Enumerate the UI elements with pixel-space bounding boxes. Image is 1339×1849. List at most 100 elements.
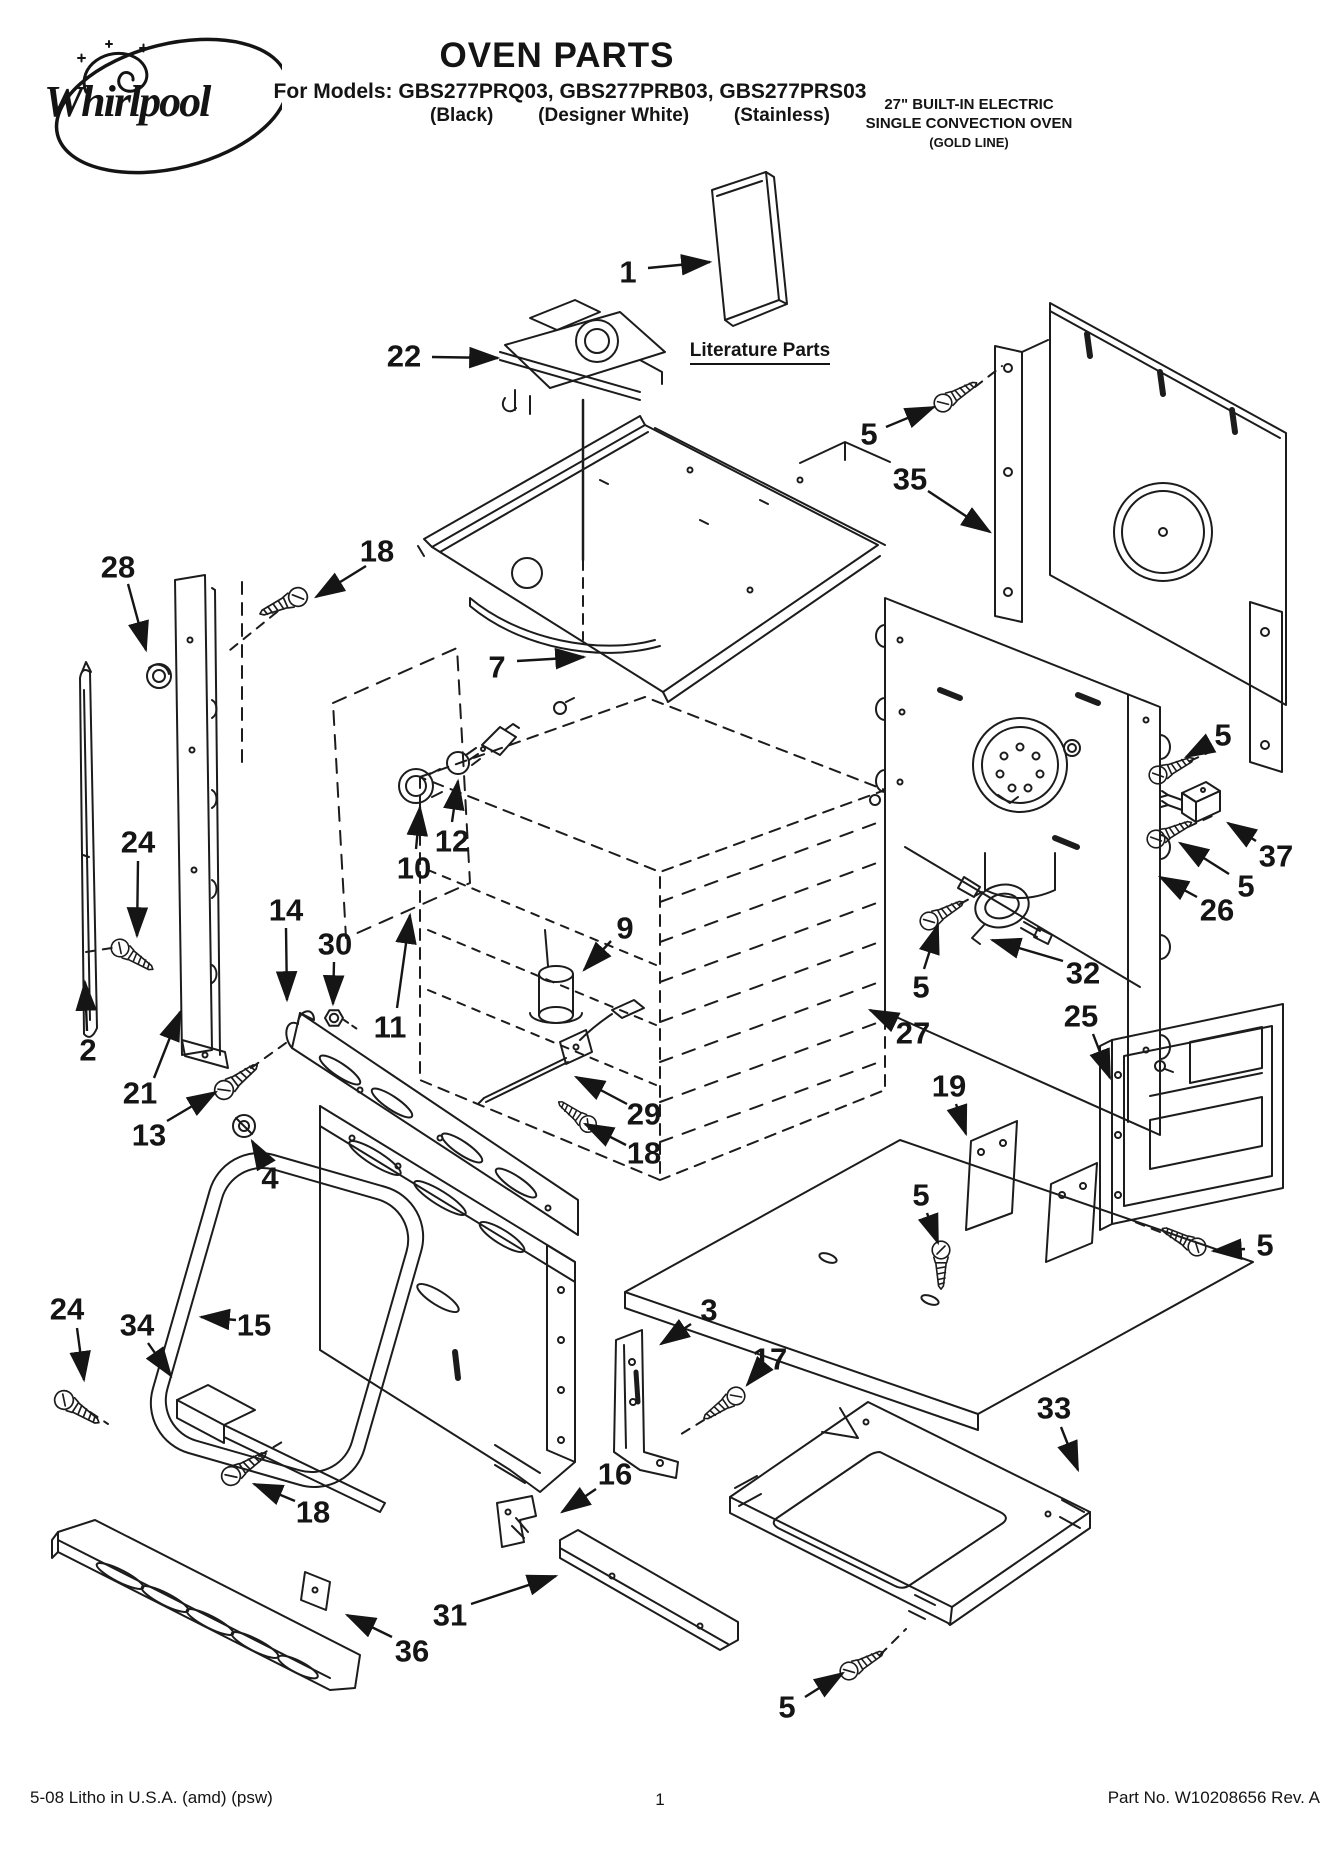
callout-leader-37 xyxy=(1225,821,1259,848)
callout-number-5a: 5 xyxy=(860,417,877,452)
support-bracket xyxy=(613,1329,679,1479)
callout-leader-36 xyxy=(344,1613,393,1639)
callout-number-27: 27 xyxy=(896,1016,930,1051)
callout-leader-28 xyxy=(126,583,149,653)
callout-number-31: 31 xyxy=(433,1598,467,1633)
literature-parts-label: Literature Parts xyxy=(650,340,870,365)
callout-number-13: 13 xyxy=(132,1118,166,1153)
literature-book xyxy=(711,171,788,327)
callout-leader-12 xyxy=(443,778,465,823)
bottom-trim xyxy=(51,1519,361,1691)
finish-black: (Black) xyxy=(430,105,494,126)
oven-cavity xyxy=(419,696,886,1181)
callout-leader-18a xyxy=(313,564,367,599)
thermostat xyxy=(957,876,1053,945)
callout-leader-15 xyxy=(198,1308,237,1331)
grommet xyxy=(146,663,172,689)
callout-number-5d: 5 xyxy=(1237,869,1254,904)
callout-leader-35 xyxy=(927,489,993,534)
callout-number-37: 37 xyxy=(1259,839,1293,874)
callout-number-24b: 24 xyxy=(50,1292,85,1327)
callout-leader-17 xyxy=(745,1355,774,1387)
callout-number-18a: 18 xyxy=(360,534,394,569)
callout-number-16: 16 xyxy=(598,1457,632,1492)
side-trim xyxy=(174,574,243,1069)
door-gasket xyxy=(149,1152,425,1488)
callout-leader-3 xyxy=(659,1319,692,1346)
light-assembly-box xyxy=(332,647,520,939)
callout-number-22: 22 xyxy=(387,339,421,374)
page-title: OVEN PARTS xyxy=(439,36,675,75)
back-panel xyxy=(875,597,1171,1136)
rear-cover-panel xyxy=(994,302,1287,773)
callout-number-5g: 5 xyxy=(1256,1228,1273,1263)
callout-number-5b: 5 xyxy=(1214,718,1231,753)
callout-leader-5c xyxy=(918,922,940,970)
callout-leader-24b xyxy=(69,1327,91,1383)
callout-number-36: 36 xyxy=(395,1634,429,1669)
callout-leader-32 xyxy=(989,937,1064,963)
callout-number-5c: 5 xyxy=(912,970,929,1005)
callout-leader-22 xyxy=(431,346,501,369)
callout-number-18b: 18 xyxy=(627,1136,661,1171)
temp-sensor xyxy=(477,999,645,1105)
oven-type-line2: SINGLE CONVECTION OVEN xyxy=(865,115,1073,132)
latch-bracket xyxy=(496,1495,537,1548)
side-trim-left xyxy=(79,661,98,1038)
callout-leader-7 xyxy=(516,647,587,670)
top-front-bracket xyxy=(285,1009,579,1236)
callout-leader-5a xyxy=(885,405,937,429)
callout-number-15: 15 xyxy=(237,1308,271,1343)
callout-number-5f: 5 xyxy=(778,1690,795,1725)
callout-number-33: 33 xyxy=(1037,1391,1071,1426)
callout-number-9: 9 xyxy=(616,911,633,946)
callout-leader-30 xyxy=(322,961,345,1007)
callout-leader-29 xyxy=(573,1075,628,1106)
footer-page-number: 1 xyxy=(655,1790,665,1809)
callout-number-30: 30 xyxy=(318,927,352,962)
access-panel xyxy=(1099,1003,1284,1231)
fan-assembly xyxy=(499,299,666,641)
callout-leader-13 xyxy=(166,1090,219,1123)
callout-leader-5f xyxy=(804,1671,846,1699)
oven-type-line3: (GOLD LINE) xyxy=(929,135,1009,150)
models-line: For Models: GBS277PRQ03, GBS277PRB03, GB… xyxy=(273,80,867,103)
callout-leader-16 xyxy=(560,1486,597,1514)
callout-leader-21 xyxy=(152,1009,182,1079)
callout-leader-5g xyxy=(1210,1238,1246,1260)
finish-stainless: (Stainless) xyxy=(733,105,830,126)
callout-number-11: 11 xyxy=(374,1010,407,1045)
callout-number-7: 7 xyxy=(488,650,505,685)
callout-leader-18c xyxy=(251,1482,296,1506)
callout-number-35: 35 xyxy=(893,462,927,497)
callout-number-28: 28 xyxy=(101,550,135,585)
callout-leader-14 xyxy=(275,927,298,1003)
callout-number-12: 12 xyxy=(435,824,469,859)
callout-leader-5d xyxy=(1177,841,1230,876)
deflector-strip xyxy=(559,1529,739,1651)
callout-leader-18b xyxy=(582,1122,627,1147)
top-panel xyxy=(417,415,891,703)
callout-leader-1 xyxy=(647,254,713,276)
callout-number-26: 26 xyxy=(1200,893,1234,928)
callout-leader-9 xyxy=(582,940,612,972)
callout-number-19: 19 xyxy=(932,1069,966,1104)
brand-wordmark: Whirlpool xyxy=(44,77,211,126)
callout-number-32: 32 xyxy=(1066,956,1100,991)
callout-number-5e: 5 xyxy=(912,1178,929,1213)
vent-chimney xyxy=(529,929,583,1024)
callout-leader-5e xyxy=(917,1212,940,1246)
footer-part-number: Part No. W10208656 Rev. A xyxy=(1107,1788,1320,1807)
callout-number-25: 25 xyxy=(1064,999,1098,1034)
callout-leader-2 xyxy=(75,979,97,1032)
finish-white: (Designer White) xyxy=(538,105,690,126)
callout-number-3: 3 xyxy=(700,1293,717,1328)
callout-leader-33 xyxy=(1057,1426,1080,1473)
callout-number-21: 21 xyxy=(123,1076,157,1111)
callout-number-1: 1 xyxy=(619,255,636,290)
callout-leader-24a xyxy=(126,860,149,939)
finish-labels: (Black) (Designer White) (Stainless) xyxy=(430,105,830,127)
callout-leader-4 xyxy=(250,1138,276,1172)
